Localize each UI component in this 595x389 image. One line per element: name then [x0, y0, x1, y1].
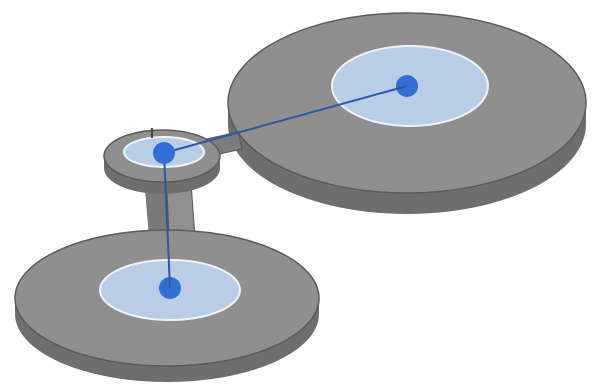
small-disc-node — [153, 142, 175, 164]
large-disc — [227, 12, 587, 214]
lower-disc — [14, 229, 320, 382]
link-small-to-lower — [163, 152, 171, 289]
node-links — [163, 85, 408, 289]
link-small-to-large — [163, 85, 408, 154]
